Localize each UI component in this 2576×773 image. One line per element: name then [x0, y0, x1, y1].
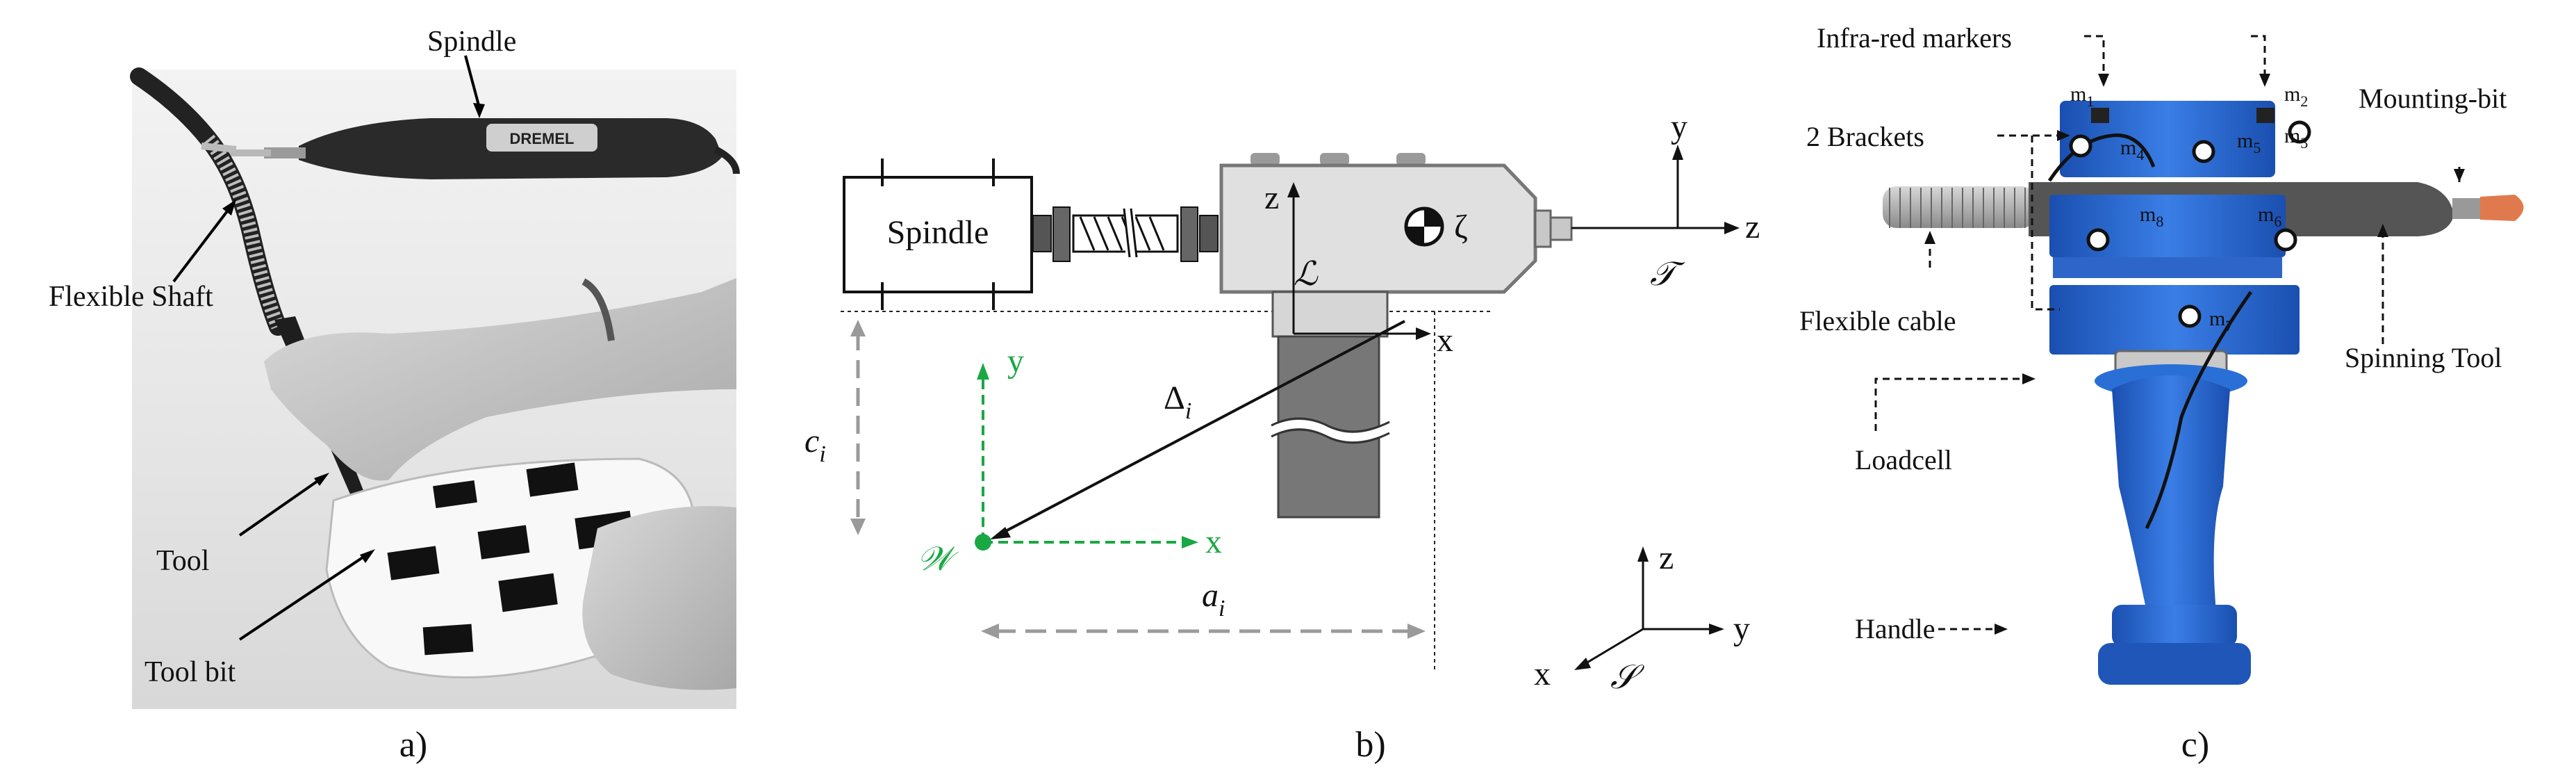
caption-c: c) [2181, 725, 2209, 765]
c-label: ci [804, 423, 826, 467]
label-flexible-cable: Flexible cable [1799, 305, 1956, 336]
zeta-label: ζ [1454, 209, 1468, 245]
flexible-coupling [1032, 206, 1219, 262]
handle-stub [1269, 291, 1392, 519]
delta-label: Δi [1164, 380, 1191, 424]
S-frame-z: z [1659, 539, 1674, 576]
label-handle: Handle [1855, 613, 1935, 644]
S-frame-x: x [1534, 656, 1551, 692]
W-frame-origin [975, 534, 991, 551]
spindle-label: Spindle [887, 214, 989, 251]
marker-m7: m7 [2209, 307, 2233, 334]
spindle-box [843, 176, 1033, 293]
handle [2112, 375, 2230, 612]
marker-m4: m4 [2120, 136, 2144, 163]
spindle-device: DREMEL [229, 118, 723, 179]
center-of-mass-symbol [1404, 206, 1444, 247]
mounting-bit [2480, 195, 2524, 221]
T-frame-label: 𝒯 [1650, 256, 1685, 293]
delta-vector [1000, 320, 1405, 535]
L-frame-x: x [1437, 322, 1453, 359]
flexible-cable [1883, 186, 2036, 228]
panel-a-photo: DREMEL Spindle Flexible Shaft Tool Tool … [0, 0, 854, 773]
L-frame-label: ℒ [1294, 256, 1319, 293]
marker-m1: m1 [2070, 83, 2094, 110]
S-frame-label: 𝒮 [1610, 659, 1645, 696]
supporting-hand [582, 506, 736, 690]
W-frame-y: y [1007, 343, 1024, 380]
caption-a: a) [399, 725, 427, 765]
panel-b-schematic: Spindle ζ z x ℒ [799, 0, 1806, 773]
label-loadcell: Loadcell [1855, 444, 1952, 475]
S-frame-y: y [1733, 610, 1750, 647]
marker-m2: m2 [2284, 83, 2308, 110]
marker-m6: m6 [2258, 203, 2281, 230]
label-brackets: 2 Brackets [1806, 121, 1924, 152]
hand-holding-tool [264, 278, 736, 481]
caption-b: b) [1355, 725, 1385, 765]
T-frame-y: y [1671, 108, 1687, 145]
label-ir-markers: Infra-red markers [1817, 22, 2012, 54]
label-tool: Tool [156, 545, 209, 577]
W-frame-label: 𝒲 [917, 541, 959, 578]
ir-markers [2069, 108, 2311, 328]
a-label: ai [1202, 577, 1225, 621]
lower-bracket [2049, 285, 2300, 355]
upper-bracket [2060, 101, 2275, 177]
L-frame-z: z [1264, 179, 1279, 216]
label-spinning-tool: Spinning Tool [2345, 342, 2502, 373]
marker-m3: m3 [2284, 124, 2308, 152]
label-tool-bit: Tool bit [145, 656, 236, 688]
panel-c-photo: m1 m2 m3 m4 m5 m6 m7 m8 Infra-red marker… [1751, 0, 2576, 773]
W-frame-x: x [1205, 523, 1222, 560]
power-cord [713, 146, 740, 174]
marker-m8: m8 [2140, 203, 2163, 230]
T-frame-z: z [1745, 209, 1760, 245]
marker-m5: m5 [2237, 129, 2261, 156]
label-spindle: Spindle [427, 26, 516, 58]
dremel-brand: DREMEL [510, 130, 575, 147]
label-flexible-shaft: Flexible Shaft [49, 281, 213, 313]
tool-body [1219, 153, 1573, 294]
label-mounting-bit: Mounting-bit [2359, 83, 2507, 114]
